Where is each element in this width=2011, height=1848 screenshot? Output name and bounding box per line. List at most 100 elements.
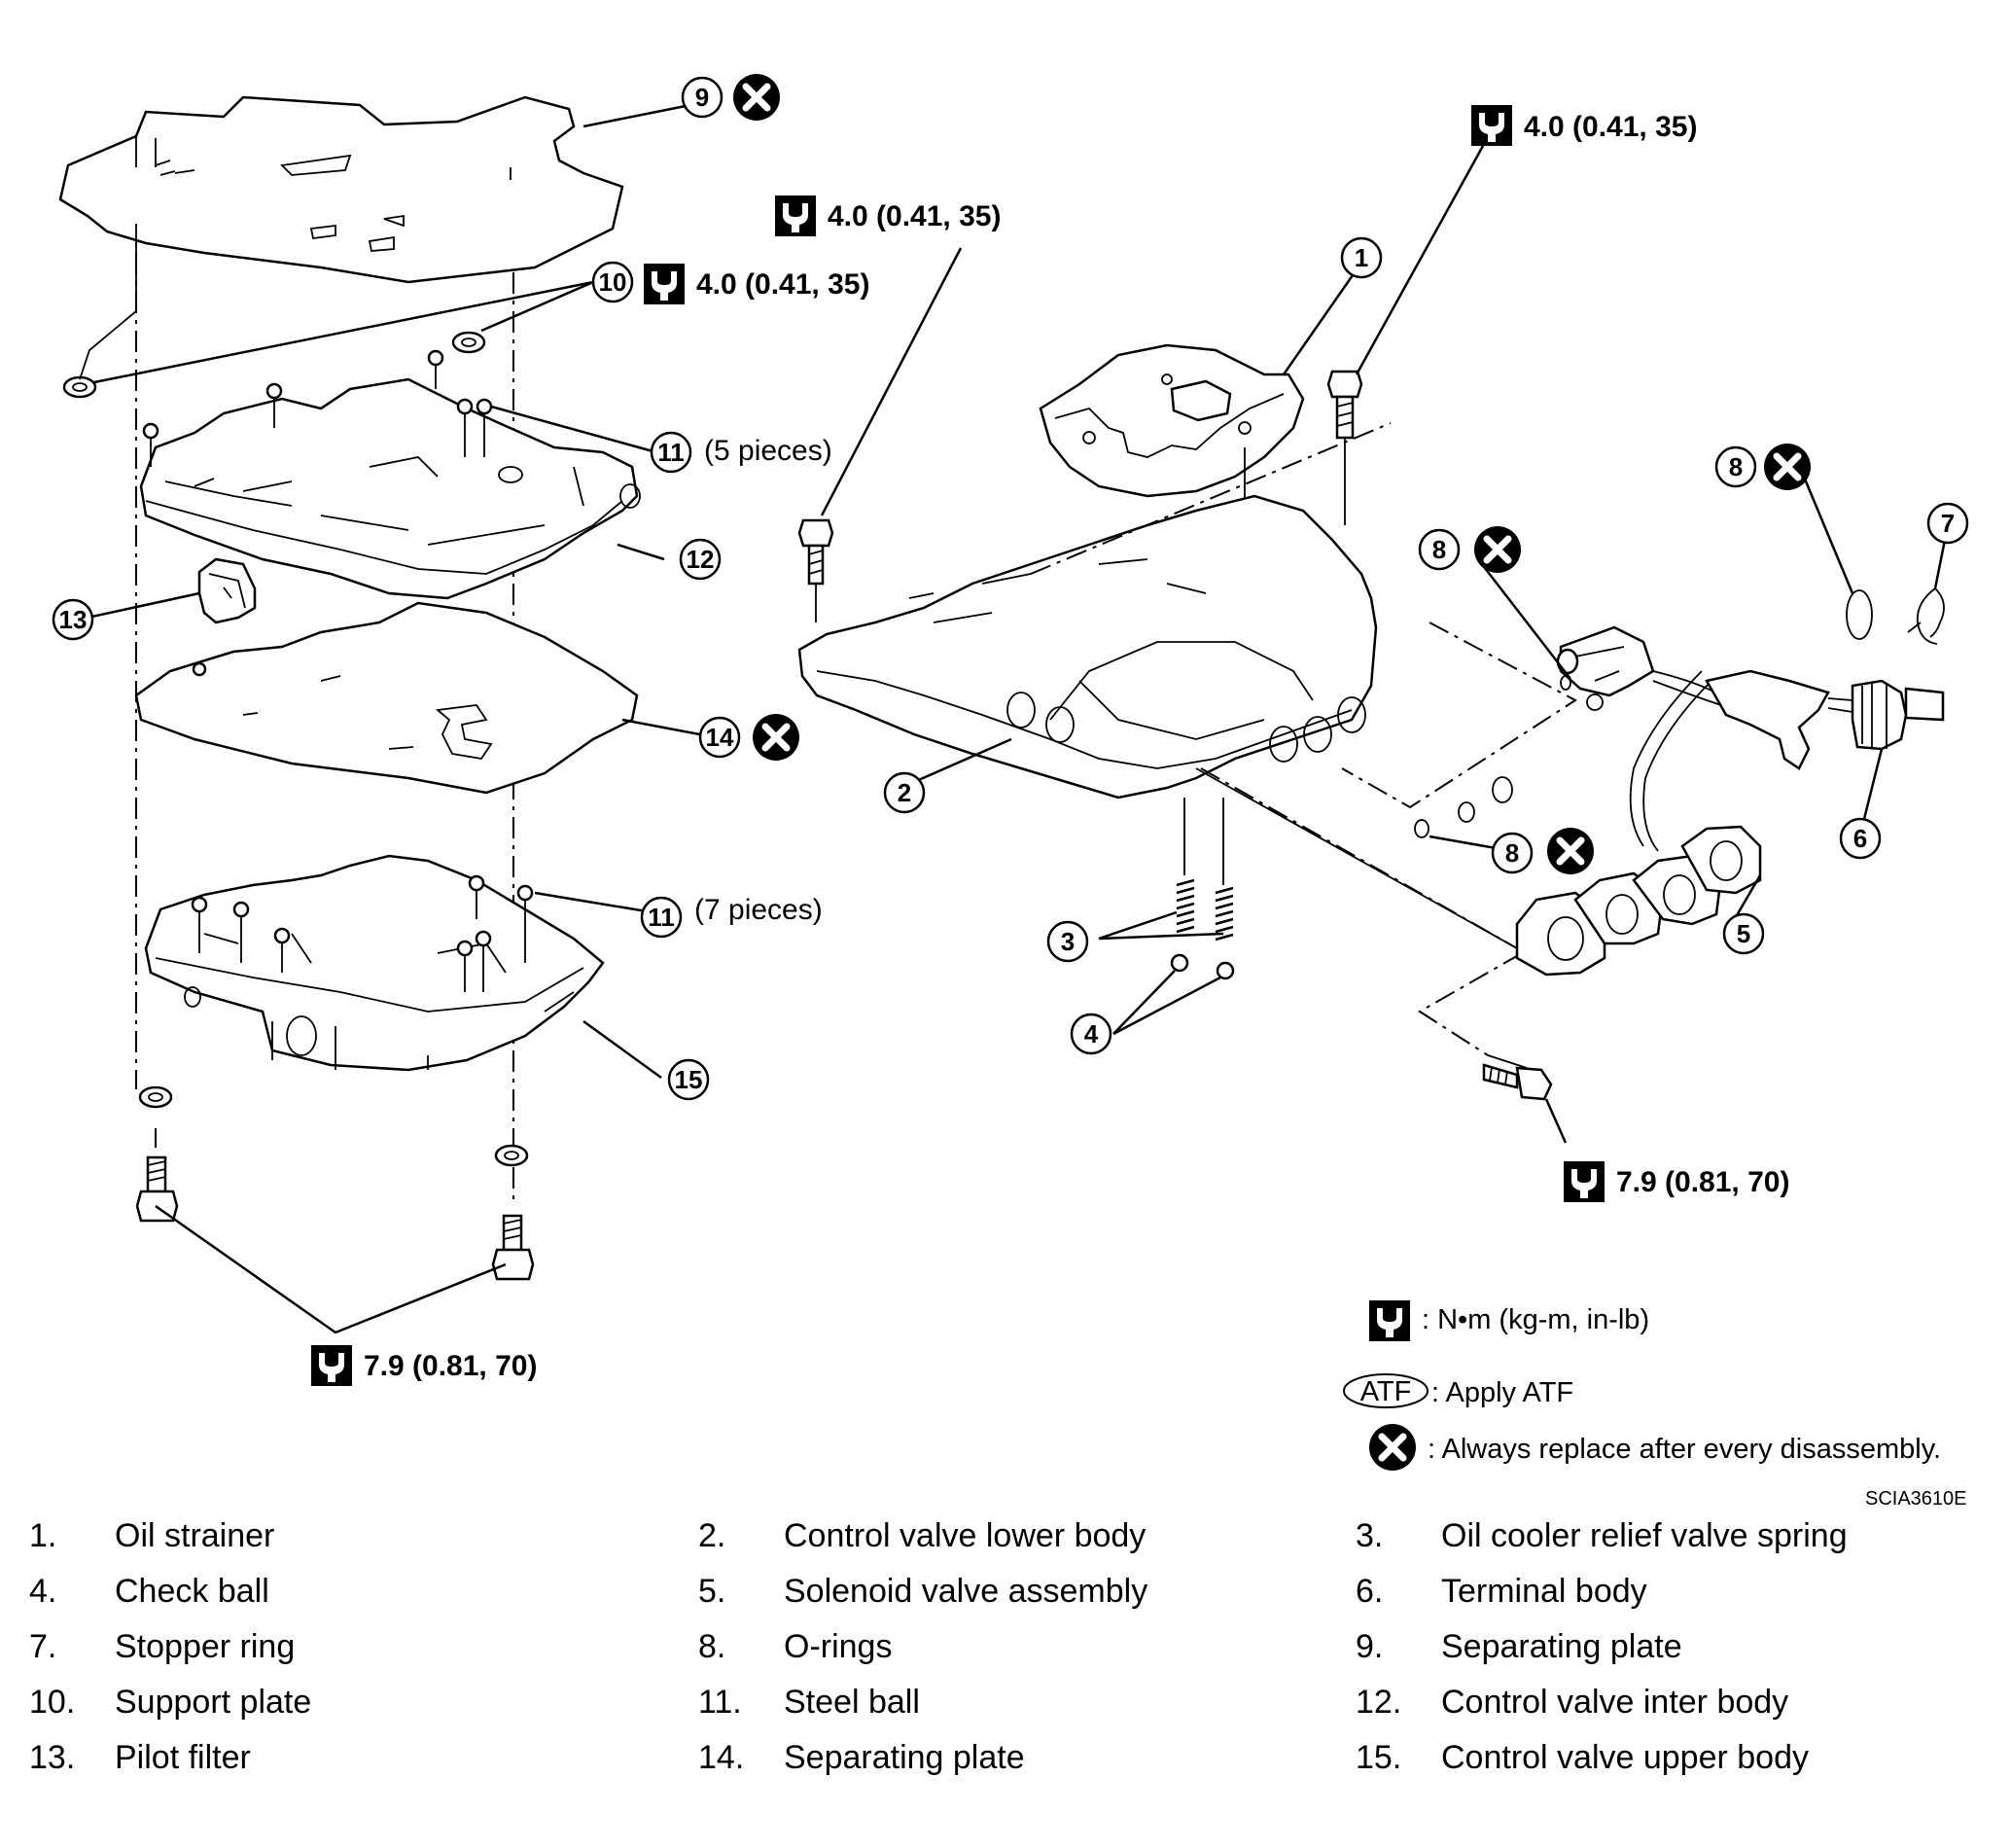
callout-8: 8: [1418, 528, 1461, 571]
svg-text:8: 8: [1505, 838, 1519, 868]
part-number: 13.: [29, 1739, 76, 1776]
replace-icon-14: [753, 714, 799, 761]
svg-text:1: 1: [1355, 243, 1368, 272]
part-name: O-rings: [784, 1628, 893, 1665]
alignment-line-left: [135, 214, 157, 1148]
part-number: 1.: [29, 1517, 57, 1554]
torque-label-4: 7.9 (0.81, 70): [1564, 1161, 1789, 1202]
legend-atf-text: : Apply ATF: [1431, 1377, 1573, 1408]
bolt-top-right: [1326, 370, 1363, 525]
bolt-bottom-right: [491, 1214, 535, 1281]
solenoid-valve-assembly: [1515, 670, 1762, 977]
pieces-label-7: (7 pieces): [694, 894, 823, 926]
control-valve-lower-body: [797, 494, 1378, 800]
stopper-ring: [1907, 587, 1945, 645]
bolt-solenoid: [1482, 1054, 1553, 1101]
svg-text:5: 5: [1737, 919, 1750, 948]
control-valve-upper-body: [144, 854, 605, 1072]
svg-text:2: 2: [898, 778, 911, 807]
control-valve-inter-body: [139, 377, 639, 600]
part-name: Steel ball: [784, 1684, 920, 1721]
callout-15: 15: [667, 1058, 710, 1101]
washer-left: [138, 1085, 173, 1109]
svg-text:11: 11: [648, 903, 675, 932]
callout-12: 12: [679, 538, 722, 581]
support-plate-left: [62, 375, 97, 399]
torque-label-1: 4.0 (0.41, 35): [1471, 105, 1697, 146]
callout-9: 9: [681, 76, 723, 119]
svg-text:4.0 (0.41, 35): 4.0 (0.41, 35): [696, 268, 869, 301]
callout-3: 3: [1046, 920, 1089, 963]
torque-label-5: 7.9 (0.81, 70): [311, 1345, 537, 1386]
part-number: 4.: [29, 1573, 57, 1610]
support-plate-right: [451, 331, 486, 354]
part-name: Terminal body: [1441, 1573, 1647, 1610]
part-number: 5.: [698, 1573, 726, 1610]
steel-balls-upper: [142, 349, 493, 467]
svg-text:15: 15: [675, 1065, 703, 1094]
replace-icon-8c: [1547, 828, 1594, 874]
washer-right: [494, 1144, 529, 1167]
pieces-label-5: (5 pieces): [704, 435, 832, 467]
guide-line-strainer: [1030, 422, 1392, 575]
svg-text:10: 10: [599, 267, 627, 297]
svg-text:7: 7: [1941, 509, 1955, 538]
separating-plate-top: [58, 95, 624, 284]
callout-5: 5: [1722, 912, 1765, 955]
svg-text:8: 8: [1432, 535, 1446, 564]
separating-plate-lower: [134, 601, 639, 795]
svg-text:9: 9: [695, 83, 709, 112]
legend-replace-icon: [1369, 1424, 1416, 1471]
svg-text:7.9 (0.81, 70): 7.9 (0.81, 70): [364, 1350, 537, 1382]
part-name: Control valve inter body: [1441, 1684, 1789, 1721]
o-ring-right: [1846, 589, 1873, 640]
svg-text:4.0 (0.41, 35): 4.0 (0.41, 35): [1524, 111, 1697, 143]
replace-icon-9: [733, 74, 780, 121]
callout-13: 13: [52, 598, 94, 641]
callout-4: 4: [1070, 1013, 1112, 1055]
terminal-body: [1652, 669, 1945, 770]
callout-8: 8: [1491, 832, 1534, 874]
legend: : N•m (kg-m, in-lb) ATF : Apply ATF : Al…: [1343, 1300, 1967, 1510]
part-name: Oil cooler relief valve spring: [1441, 1517, 1848, 1554]
svg-text:4.0 (0.41, 35): 4.0 (0.41, 35): [828, 200, 1001, 232]
replace-icon-8b: [1764, 444, 1811, 490]
part-number: 14.: [698, 1739, 745, 1776]
check-ball-1: [1170, 953, 1189, 973]
check-ball-2: [1216, 961, 1235, 980]
legend-replace-text: : Always replace after every disassembly…: [1428, 1434, 1941, 1465]
part-number: 6.: [1356, 1573, 1384, 1610]
torque-label-3: 4.0 (0.41, 35): [644, 264, 869, 304]
legend-wrench-icon: [1369, 1300, 1410, 1341]
part-number: 15.: [1356, 1739, 1402, 1776]
callout-2: 2: [883, 771, 926, 814]
part-number: 7.: [29, 1628, 57, 1665]
part-name: Separating plate: [1441, 1628, 1682, 1665]
callout-7: 7: [1926, 502, 1969, 545]
replace-icon-8a: [1474, 526, 1521, 573]
legend-torque-unit: : N•m (kg-m, in-lb): [1422, 1304, 1649, 1335]
svg-text:6: 6: [1853, 824, 1867, 853]
part-name: Control valve lower body: [784, 1517, 1147, 1554]
svg-text:12: 12: [687, 545, 715, 574]
callout-1: 1: [1340, 236, 1383, 279]
svg-text:13: 13: [59, 605, 88, 634]
bolt-mid-left: [797, 518, 834, 622]
relief-valve-springs: [1176, 798, 1234, 942]
part-name: Oil strainer: [115, 1517, 275, 1554]
part-number: 9.: [1356, 1628, 1384, 1665]
part-number: 3.: [1356, 1517, 1384, 1554]
callout-6: 6: [1839, 817, 1882, 860]
part-number: 8.: [698, 1628, 726, 1665]
callout-11: 11: [650, 431, 692, 474]
torque-label-2: 4.0 (0.41, 35): [775, 195, 1001, 236]
legend-atf-symbol: ATF: [1360, 1376, 1412, 1407]
svg-text:3: 3: [1061, 927, 1075, 956]
steel-balls-lower: [191, 874, 534, 992]
callout-10: 10: [591, 261, 634, 303]
bolt-bottom-left: [135, 1155, 179, 1223]
figure-code: SCIA3610E: [1865, 1488, 1967, 1510]
svg-text:14: 14: [706, 723, 734, 752]
